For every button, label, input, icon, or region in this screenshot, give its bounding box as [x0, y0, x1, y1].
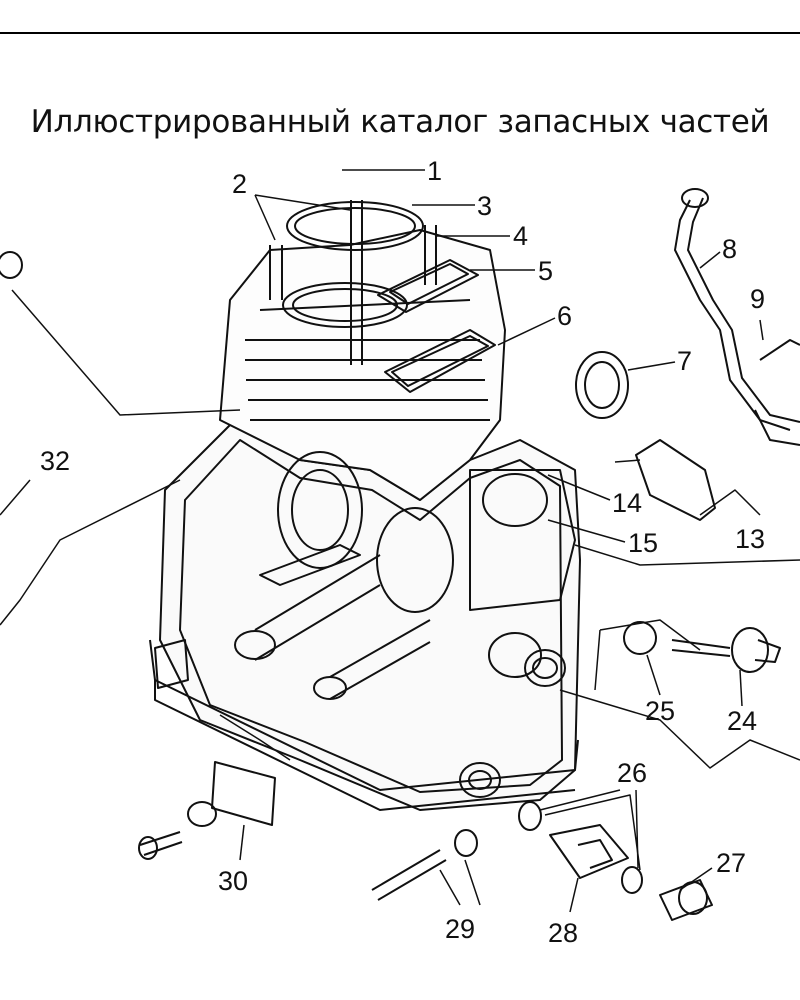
top-rule [0, 32, 800, 34]
stud-drawing [269, 200, 437, 365]
dipstick-drawing [671, 627, 781, 673]
callout-2: 2 [232, 169, 247, 199]
callout-28: 28 [548, 918, 578, 948]
callout-32: 32 [40, 446, 70, 476]
callout-26: 26 [617, 758, 647, 788]
callout-25: 25 [645, 696, 675, 726]
callout-6: 6 [557, 301, 572, 331]
callout-7: 7 [677, 346, 692, 376]
oring-drawing [623, 621, 657, 655]
callout-9: 9 [750, 284, 765, 314]
callout-4: 4 [513, 221, 528, 251]
callout-15: 15 [628, 528, 658, 558]
callout-30: 30 [218, 866, 248, 896]
callout-5: 5 [538, 256, 553, 286]
drain-stud-drawing [371, 829, 478, 901]
callout-27: 27 [716, 848, 746, 878]
callout-24: 24 [727, 706, 757, 736]
callout-labels: 1 2 3 4 5 6 7 8 9 13 14 15 24 25 26 27 2… [40, 156, 765, 948]
drain-plug-drawing [549, 824, 629, 879]
callout-29: 29 [445, 914, 475, 944]
crankcase-drawing [149, 201, 581, 811]
breather-pipe-drawing [674, 197, 800, 431]
callout-8: 8 [722, 234, 737, 264]
callout-1: 1 [427, 156, 442, 186]
oil-seal-drawing [575, 351, 629, 419]
callout-3: 3 [477, 191, 492, 221]
page-title: Иллюстрированный каталог запасных частей [30, 104, 770, 140]
washer-drawing [518, 801, 542, 831]
callout-13: 13 [735, 524, 765, 554]
callout-14: 14 [612, 488, 642, 518]
gasket-drawing [377, 259, 716, 521]
plate-drawing [138, 761, 276, 860]
